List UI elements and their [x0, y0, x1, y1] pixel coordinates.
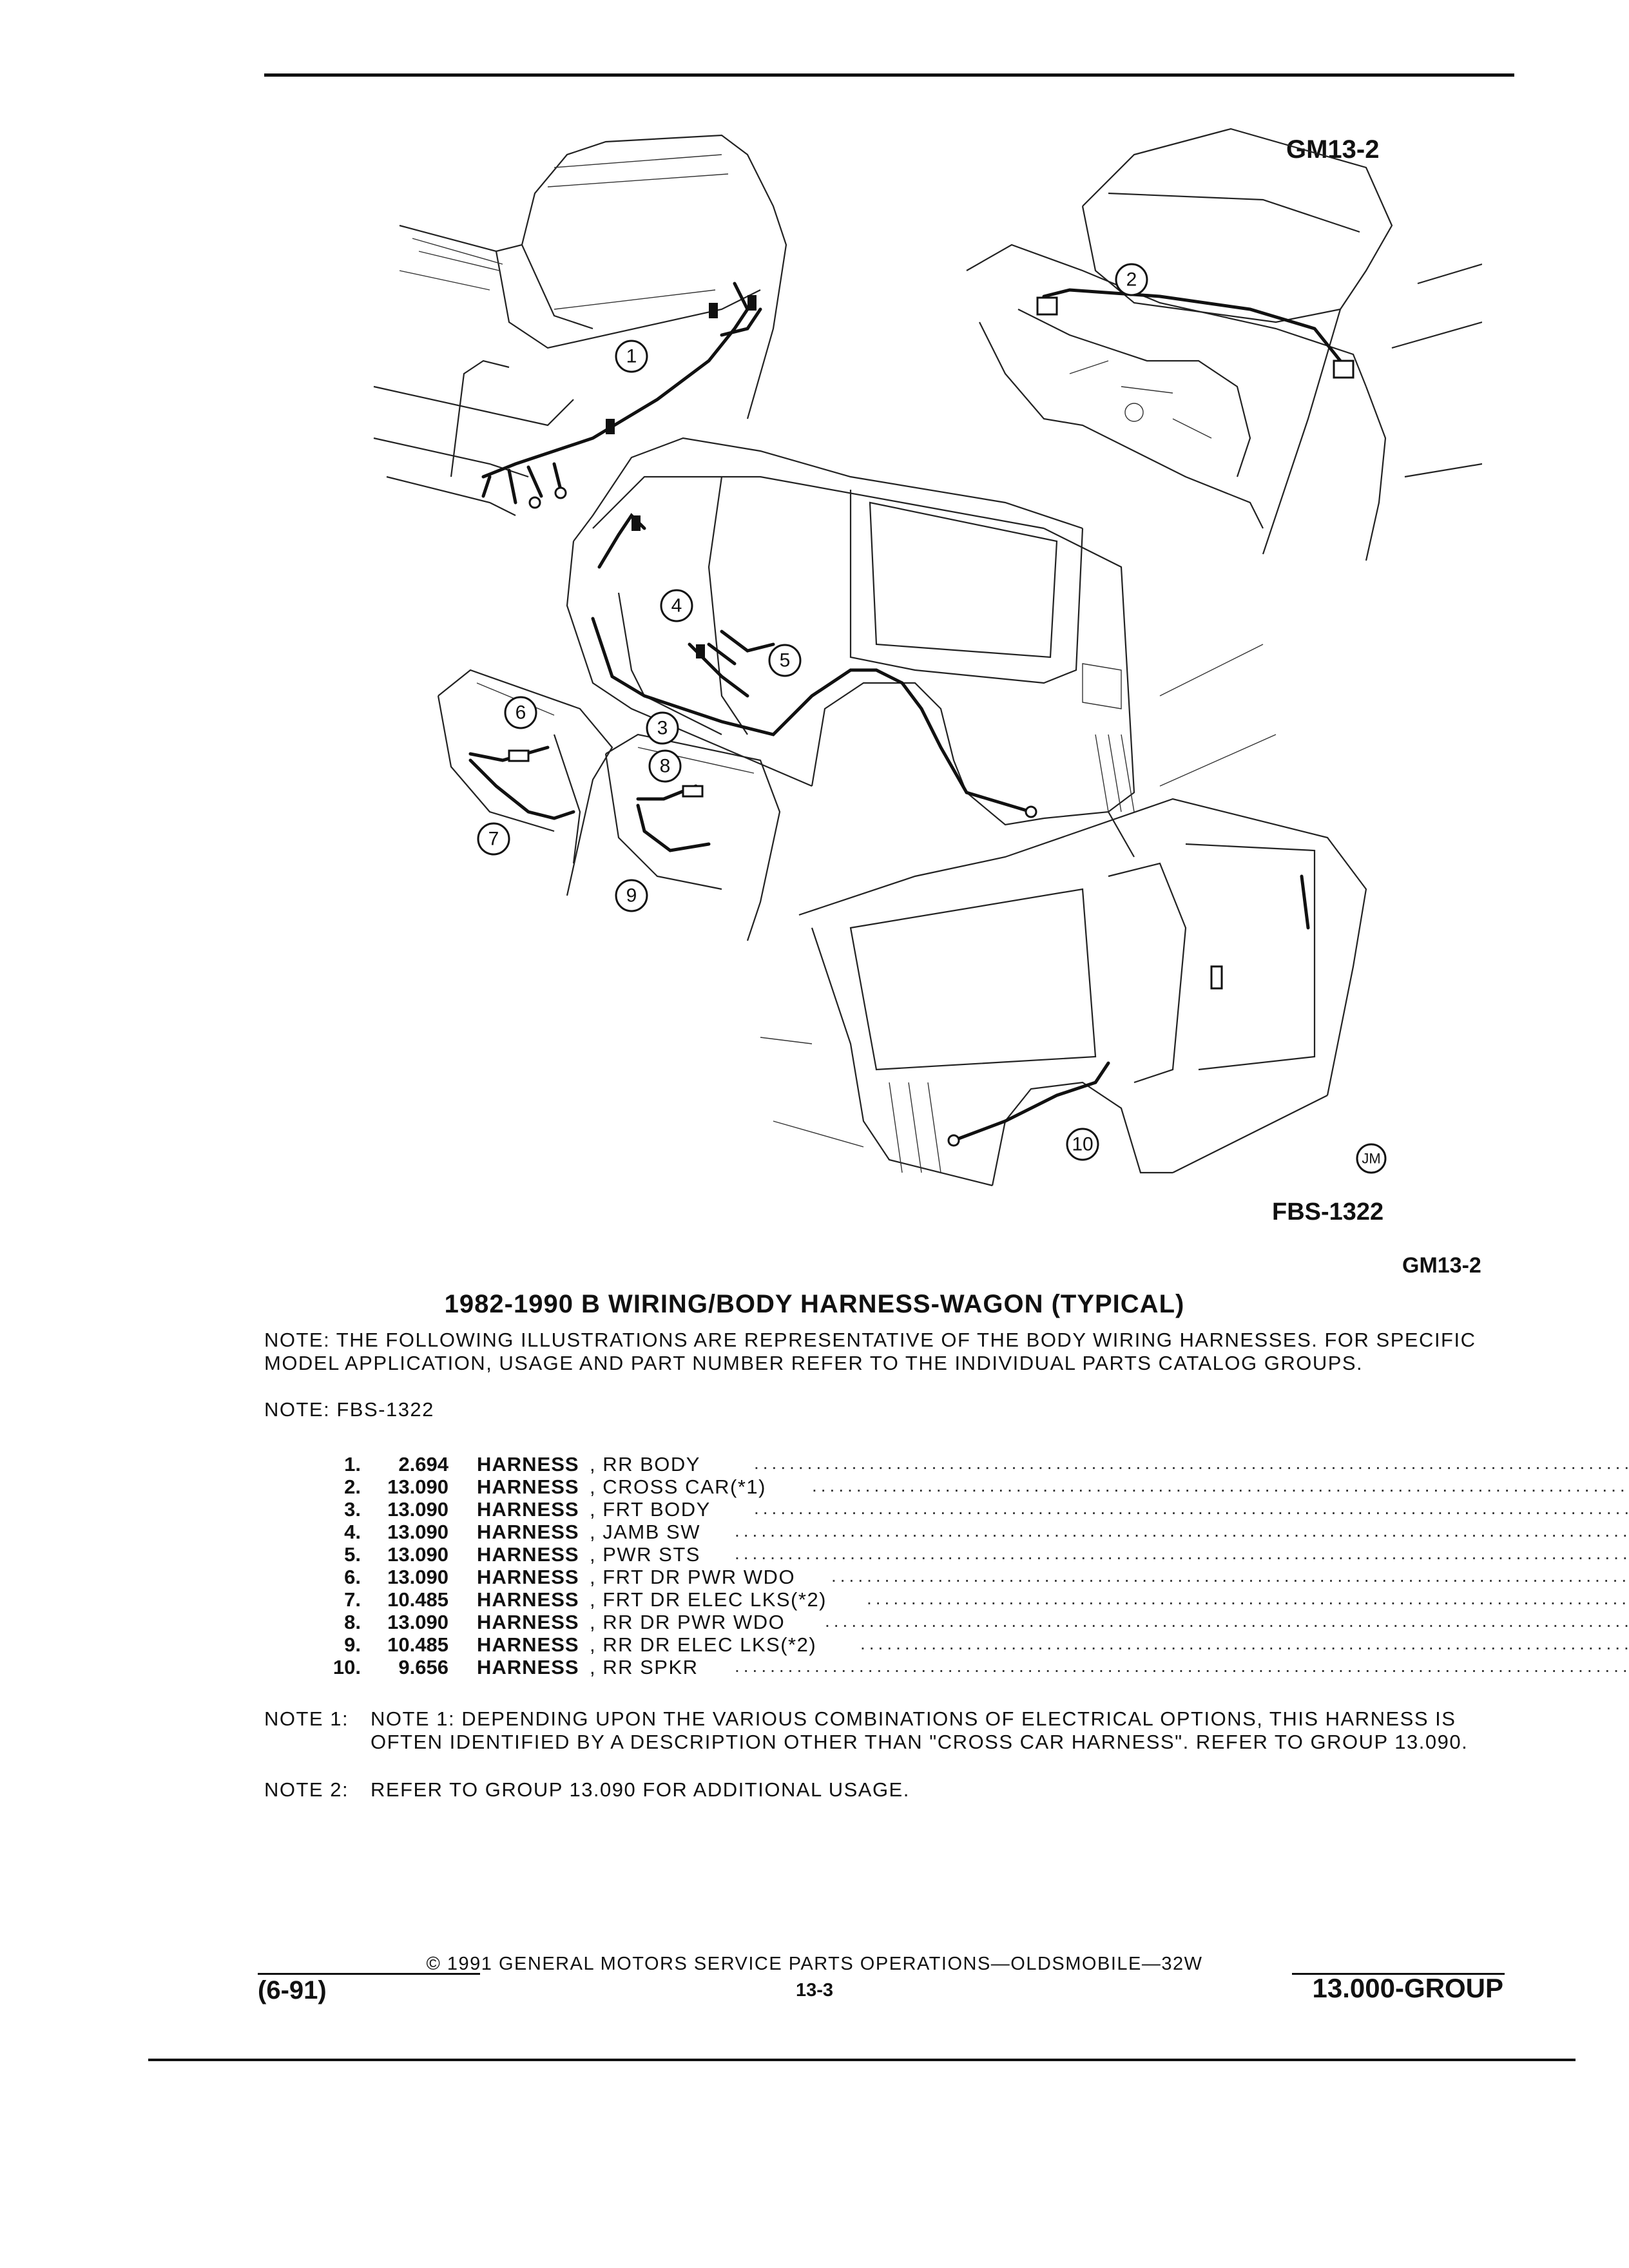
callout-9: 9	[615, 879, 648, 912]
leader-dots: ........................................…	[825, 1611, 1629, 1631]
wiring-harness-illustration: 1 2 3 4 5 6 7 8 9 10 JM	[373, 128, 1482, 1187]
callout-9-label: 9	[626, 885, 637, 907]
jm-stamp: JM	[1356, 1143, 1387, 1174]
page-number: 13-3	[795, 1980, 834, 2001]
footnote-1-text: NOTE 1: DEPENDING UPON THE VARIOUS COMBI…	[371, 1707, 1469, 1753]
leader-dots: ........................................…	[735, 1521, 1629, 1541]
part-group: 2.694	[398, 1453, 448, 1475]
part-group: 13.090	[387, 1611, 448, 1633]
figure-id-bottom: GM13-2	[1402, 1253, 1481, 1278]
general-note: NOTE: THE FOLLOWING ILLUSTRATIONS ARE RE…	[264, 1329, 1476, 1374]
part-name: HARNESS	[477, 1498, 579, 1521]
footer-rule-right	[1292, 1973, 1505, 1975]
part-number: 7.	[344, 1588, 361, 1611]
copyright-line: © 1991 GENERAL MOTORS SERVICE PARTS OPER…	[426, 1954, 1203, 1974]
top-rule	[264, 73, 1514, 77]
callout-7: 7	[477, 822, 510, 856]
leader-dots: ........................................…	[754, 1498, 1629, 1518]
callout-5-label: 5	[780, 650, 791, 671]
rear-body-view	[373, 134, 787, 516]
part-description: , CROSS CAR(*1)	[590, 1475, 766, 1498]
part-group: 13.090	[387, 1498, 448, 1521]
page-title: 1982-1990 B WIRING/BODY HARNESS-WAGON (T…	[444, 1290, 1185, 1318]
front-body-view	[566, 437, 1277, 858]
leader-dots: ........................................…	[735, 1656, 1629, 1676]
part-description: , FRT DR ELEC LKS(*2)	[590, 1588, 827, 1611]
part-name: HARNESS	[477, 1611, 579, 1633]
part-description: , JAMB SW	[590, 1521, 700, 1543]
part-number: 9.	[344, 1633, 361, 1656]
part-number: 1.	[344, 1453, 361, 1475]
leader-dots: ........................................…	[754, 1453, 1629, 1473]
part-description: , RR BODY	[590, 1453, 700, 1475]
part-number: 10.	[333, 1656, 361, 1678]
callout-8: 8	[648, 749, 682, 783]
leader-dots: ........................................…	[831, 1566, 1629, 1586]
part-name: HARNESS	[477, 1588, 579, 1611]
leader-dots: ........................................…	[735, 1543, 1629, 1563]
callout-10: 10	[1066, 1128, 1099, 1161]
callout-10-label: 10	[1072, 1134, 1093, 1155]
part-description: , FRT BODY	[590, 1498, 711, 1521]
leader-dots: ........................................…	[812, 1475, 1629, 1495]
revision-date: (6-91)	[258, 1976, 327, 2004]
part-group: 13.090	[387, 1521, 448, 1543]
part-name: HARNESS	[477, 1566, 579, 1588]
part-description: , PWR STS	[590, 1543, 700, 1566]
part-name: HARNESS	[477, 1656, 579, 1678]
fbs-note: NOTE: FBS-1322	[264, 1398, 434, 1421]
part-group: 10.485	[387, 1633, 448, 1656]
part-number: 4.	[344, 1521, 361, 1543]
callout-3: 3	[646, 711, 679, 745]
callout-2: 2	[1115, 263, 1148, 296]
leader-dots: ........................................…	[860, 1633, 1629, 1653]
callout-3-label: 3	[657, 718, 668, 739]
part-group: 13.090	[387, 1543, 448, 1566]
part-name: HARNESS	[477, 1633, 579, 1656]
part-number: 3.	[344, 1498, 361, 1521]
part-number: 2.	[344, 1475, 361, 1498]
callout-6-label: 6	[516, 702, 526, 724]
part-description: , RR SPKR	[590, 1656, 699, 1678]
part-description: , RR DR ELEC LKS(*2)	[590, 1633, 817, 1656]
callout-4-label: 4	[671, 595, 682, 617]
callout-1-label: 1	[626, 346, 637, 367]
part-group: 13.090	[387, 1475, 448, 1498]
part-description: , FRT DR PWR WDO	[590, 1566, 796, 1588]
part-number: 8.	[344, 1611, 361, 1633]
footnote-1-label: NOTE 1:	[264, 1707, 349, 1730]
part-number: 6.	[344, 1566, 361, 1588]
callout-8-label: 8	[660, 756, 671, 777]
footnote-2-label: NOTE 2:	[264, 1778, 349, 1801]
bottom-rule	[148, 2059, 1576, 2061]
figure-code: FBS-1322	[1272, 1198, 1384, 1225]
jm-stamp-label: JM	[1362, 1151, 1380, 1167]
callout-6: 6	[504, 696, 537, 729]
rear-speaker-view	[760, 798, 1367, 1187]
part-number: 5.	[344, 1543, 361, 1566]
part-name: HARNESS	[477, 1543, 579, 1566]
part-group: 10.485	[387, 1588, 448, 1611]
group-label: 13.000-GROUP	[1312, 1973, 1503, 2003]
callout-1: 1	[615, 340, 648, 373]
callout-5: 5	[768, 644, 802, 677]
part-name: HARNESS	[477, 1521, 579, 1543]
callout-4: 4	[660, 589, 693, 622]
callout-2-label: 2	[1126, 269, 1137, 291]
part-group: 13.090	[387, 1566, 448, 1588]
cross-car-view	[966, 128, 1482, 561]
callout-7-label: 7	[488, 829, 499, 850]
leader-dots: ........................................…	[867, 1588, 1629, 1608]
part-name: HARNESS	[477, 1475, 579, 1498]
door-panels-view	[437, 669, 781, 941]
footer-rule-left	[258, 1973, 480, 1975]
footnote-2-text: REFER TO GROUP 13.090 FOR ADDITIONAL USA…	[371, 1778, 910, 1801]
part-name: HARNESS	[477, 1453, 579, 1475]
part-description: , RR DR PWR WDO	[590, 1611, 786, 1633]
part-group: 9.656	[398, 1656, 448, 1678]
